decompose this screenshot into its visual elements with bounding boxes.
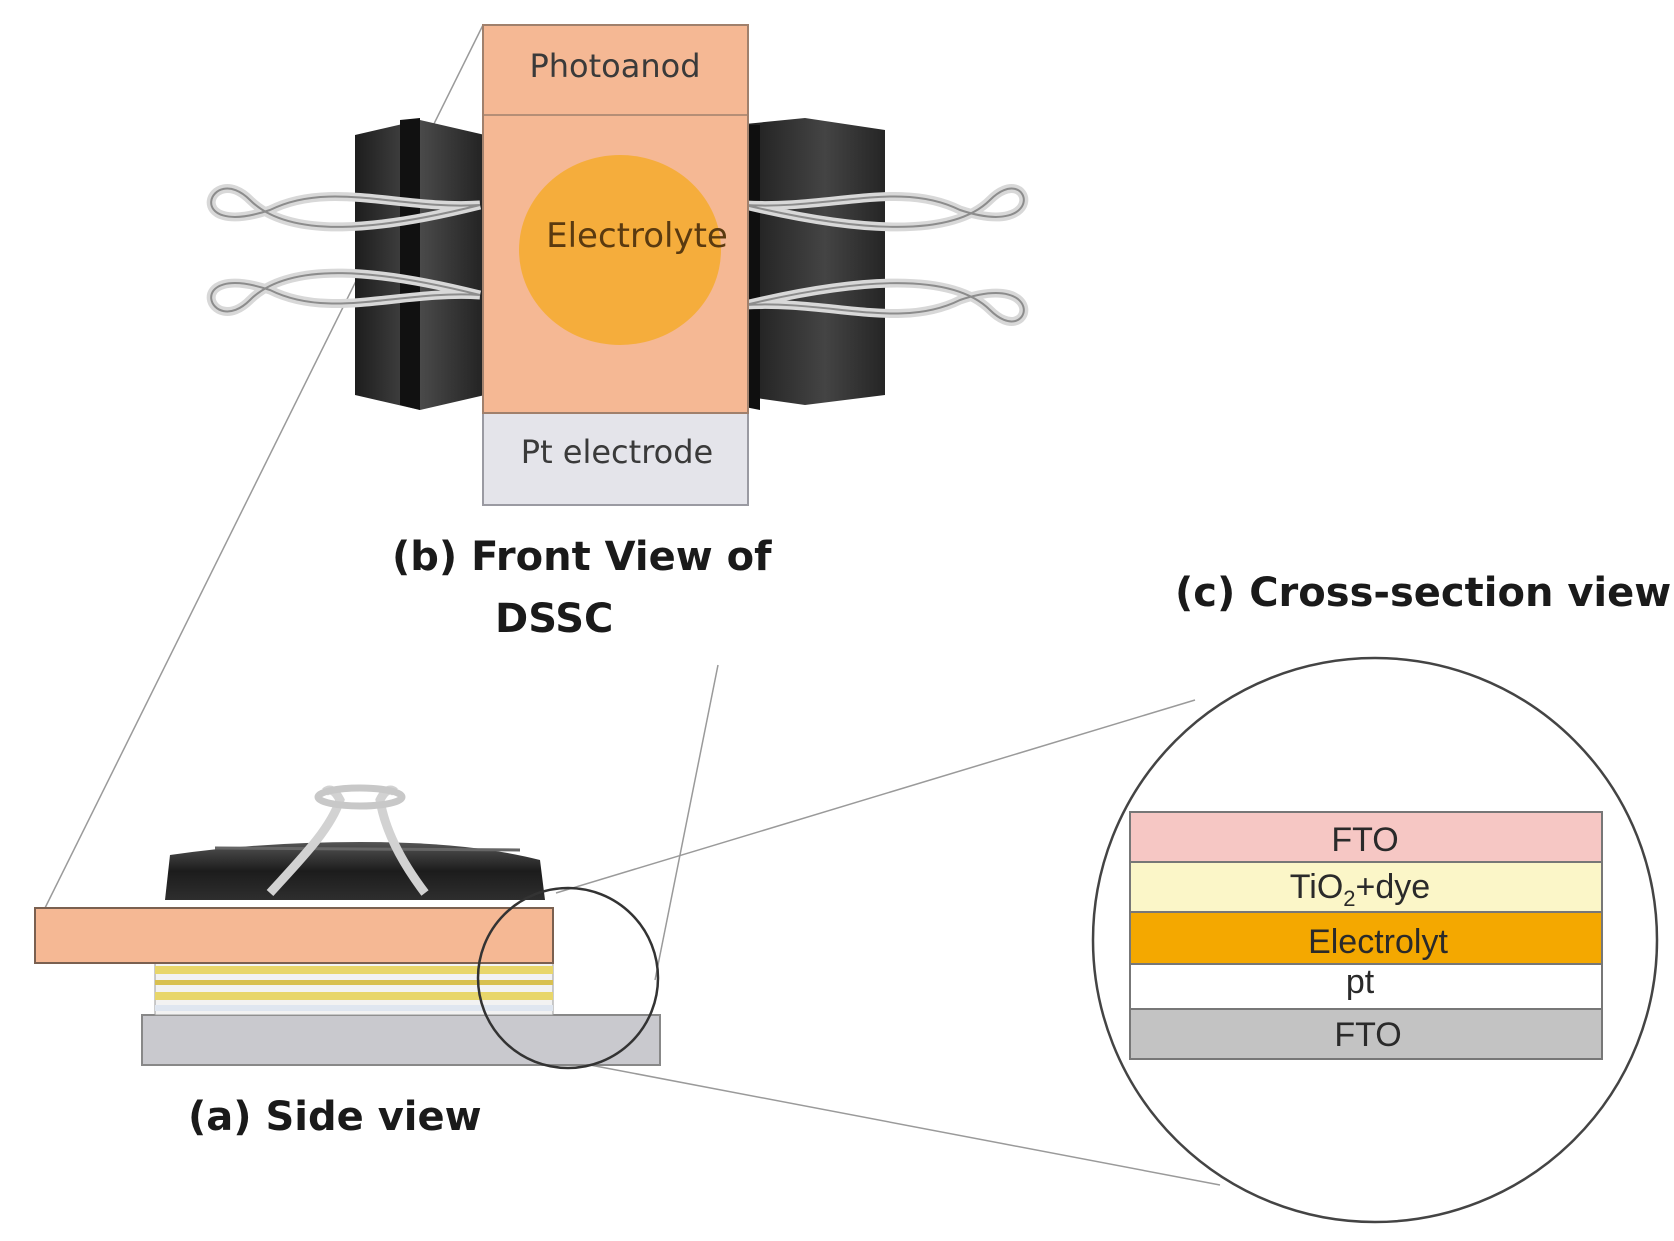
pt-electrode-label: Pt electrode — [521, 433, 713, 471]
layer-electrolyte-label: Electrolyt — [1308, 923, 1448, 961]
layer-fto-top — [1129, 811, 1603, 863]
layer-fto-bottom-label: FTO — [1334, 1016, 1401, 1054]
layer-tio2-dye-label: TiO2+dye — [1290, 868, 1430, 911]
cross-section-caption: (c) Cross-section view — [1175, 570, 1671, 616]
side-binder-clip — [165, 784, 545, 900]
layer-fto-top-label: FTO — [1331, 821, 1398, 859]
layer-fto-bottom — [1129, 1008, 1603, 1060]
side-bottom-substrate — [141, 1014, 661, 1066]
side-zoom-circle — [476, 886, 660, 1070]
cross-section-view: (c) Cross-section view FTO TiO2+dye Elec… — [1091, 570, 1671, 1224]
layer-pt — [1129, 963, 1603, 1010]
layer-pt-label: pt — [1346, 963, 1375, 1001]
side-view: (a) Side view — [34, 784, 661, 1140]
front-view: Photoanod Electrolyte Pt electrode (b) F… — [206, 24, 1029, 642]
left-binder-clip — [206, 118, 505, 410]
right-binder-clip — [735, 118, 1029, 410]
front-view-caption-line1: (b) Front View of — [392, 534, 772, 580]
side-view-caption: (a) Side view — [188, 1094, 482, 1140]
electrolyte-label: Electrolyte — [546, 216, 728, 256]
layer-tio2-dye — [1129, 861, 1603, 913]
side-top-plate — [34, 907, 554, 964]
electrolyte-disc — [519, 155, 721, 345]
side-middle-layers — [154, 962, 554, 1016]
pt-electrode-plate — [482, 404, 749, 506]
photoanode-label: Photoanod — [529, 47, 700, 85]
front-view-caption-line2: DSSC — [495, 596, 613, 642]
